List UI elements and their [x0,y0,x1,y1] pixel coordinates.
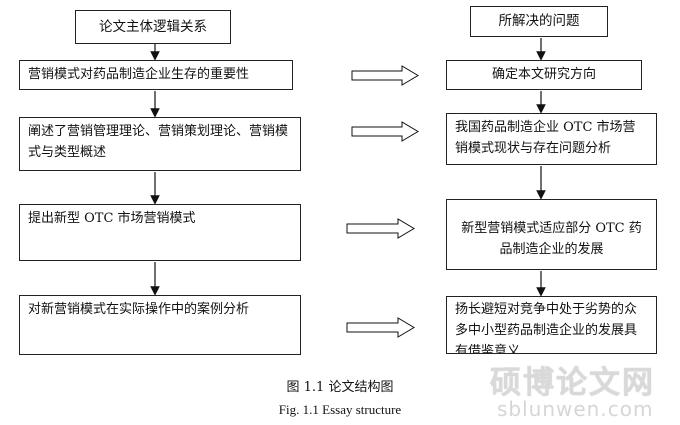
watermark-zh: 硕博论文网 [490,365,655,401]
horizontal-arrow-4 [346,317,415,338]
header-problems-label: 所解决的问题 [498,13,580,29]
right-box-3: 新型营销模式适应部分 OTC 药品制造企业的发展 [446,199,657,270]
left-box-4: 对新营销模式在实际操作中的案例分析 [19,295,301,355]
header-logic-label: 论文主体逻辑关系 [99,18,207,35]
left-box-2: 阐述了营销管理理论、营销策划理论、营销模式与类型概述 [19,117,301,171]
right-box-2: 我国药品制造企业 OTC 市场营销模式现状与存在问题分析 [446,113,657,165]
left-box-1: 营销模式对药品制造企业生存的重要性 [19,60,293,90]
right-box-4: 扬长避短对竞争中处于劣势的众多中小型药品制造企业的发展具有借鉴意义 [446,296,657,354]
header-problems: 所解决的问题 [470,6,608,37]
left-box-3: 提出新型 OTC 市场营销模式 [19,204,301,261]
horizontal-arrow-2 [351,121,419,142]
figure-caption-zh: 图 1.1 论文结构图 [286,380,394,395]
horizontal-arrow-1 [351,65,419,86]
horizontal-arrow-3 [346,218,415,239]
figure-caption-en: Fig. 1.1 Essay structure [278,402,402,417]
watermark-en: sblunwen.com [497,397,654,421]
header-logic: 论文主体逻辑关系 [75,10,231,44]
